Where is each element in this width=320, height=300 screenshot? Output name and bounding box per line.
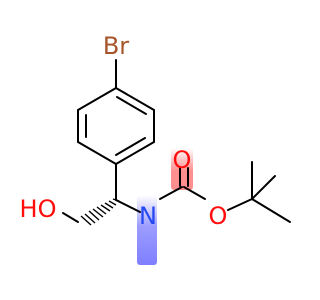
bond-o-cq: [227, 198, 253, 211]
ester-oxygen-label: O: [209, 202, 228, 230]
hydroxyl-label: HO: [20, 195, 57, 223]
hashed-wedge-bond: [80, 198, 120, 226]
bond-stereocenter-n: [115, 199, 141, 213]
carbonyl-oxygen-label: O: [173, 146, 192, 174]
nitrogen-atom-label: N: [139, 202, 157, 230]
nitrogen-highlight: [137, 195, 157, 265]
structure-canvas: Br HO O N O: [20, 32, 291, 265]
ring-double-inner-2: [115, 137, 146, 156]
bond-n-c: [159, 186, 183, 200]
bond-ch2-ho: [62, 212, 79, 223]
ring-bond-4: [77, 141, 117, 165]
ring-double-inner-1: [116, 96, 147, 115]
bond-methyl-3: [251, 175, 276, 200]
chemical-structure: Br HO O N O: [20, 32, 291, 265]
ring-bond-3: [115, 141, 155, 165]
bromine-atom-label: Br: [103, 32, 129, 60]
ring-bond-1: [115, 87, 155, 111]
ring-bond-6: [77, 87, 117, 111]
bonds: [62, 59, 291, 223]
bond-methyl-2: [251, 198, 291, 223]
bond-c-o-ester: [183, 186, 206, 200]
